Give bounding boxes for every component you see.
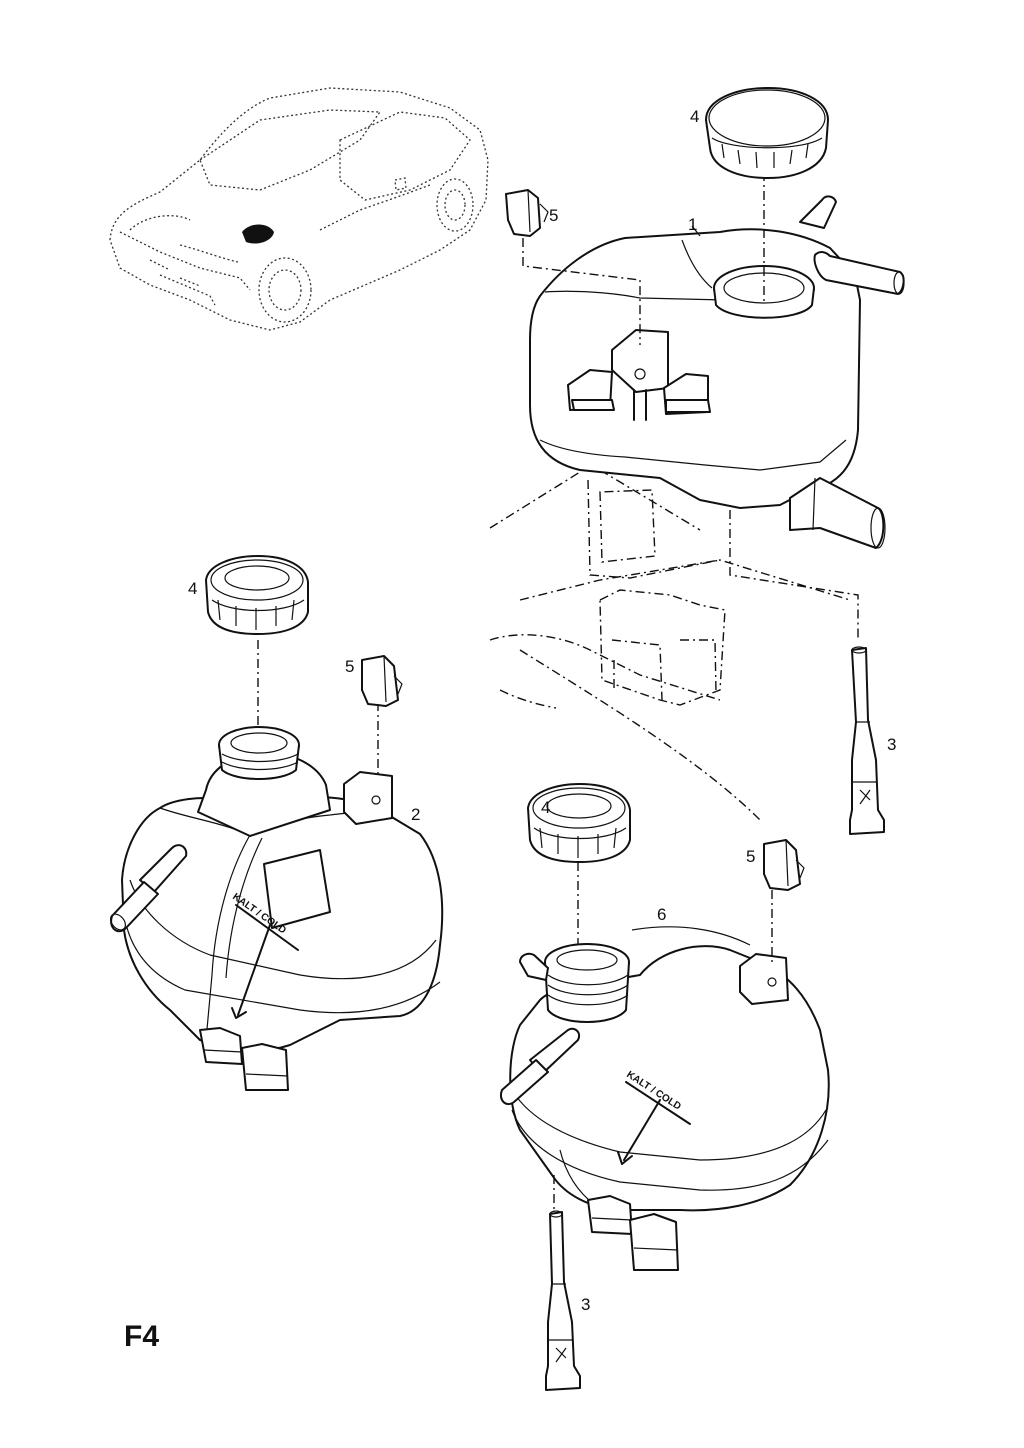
callout-4-bottom: 4 xyxy=(541,798,550,817)
callout-5-top: 5 xyxy=(549,206,558,225)
callout-6: 6 xyxy=(657,905,666,924)
expansion-tank-6: KALT / COLD xyxy=(500,926,830,1271)
callout-3-bottom: 3 xyxy=(581,1295,590,1314)
callout-4-top: 4 xyxy=(690,107,699,126)
callout-2: 2 xyxy=(411,805,420,824)
expansion-tank-2: KALT / COLD xyxy=(110,726,444,1091)
tank-1-leader-lines xyxy=(522,172,859,640)
callout-5-left: 5 xyxy=(345,657,354,676)
retaining-clip-left xyxy=(361,655,403,707)
callout-3-right: 3 xyxy=(887,735,896,754)
expansion-tank-1 xyxy=(529,195,905,549)
filler-cap-bottom xyxy=(527,783,631,863)
level-sensor-bottom xyxy=(545,1210,581,1391)
callout-4-left: 4 xyxy=(188,579,197,598)
engine-bay-outline xyxy=(489,469,851,821)
callout-5-bottom: 5 xyxy=(746,847,755,866)
car-locator-illustration xyxy=(109,87,489,331)
tank-6-leader-lines xyxy=(553,862,773,1212)
callout-1: 1 xyxy=(688,215,697,234)
filler-cap-top xyxy=(705,87,829,179)
retaining-clip-bottom xyxy=(763,839,805,891)
tank-location-marker xyxy=(242,224,274,244)
retaining-clip-top xyxy=(505,189,549,237)
tank-2-leader-lines xyxy=(257,640,379,778)
filler-cap-left xyxy=(205,555,309,635)
level-sensor-right xyxy=(849,646,885,835)
page-code: F4 xyxy=(124,1320,160,1353)
